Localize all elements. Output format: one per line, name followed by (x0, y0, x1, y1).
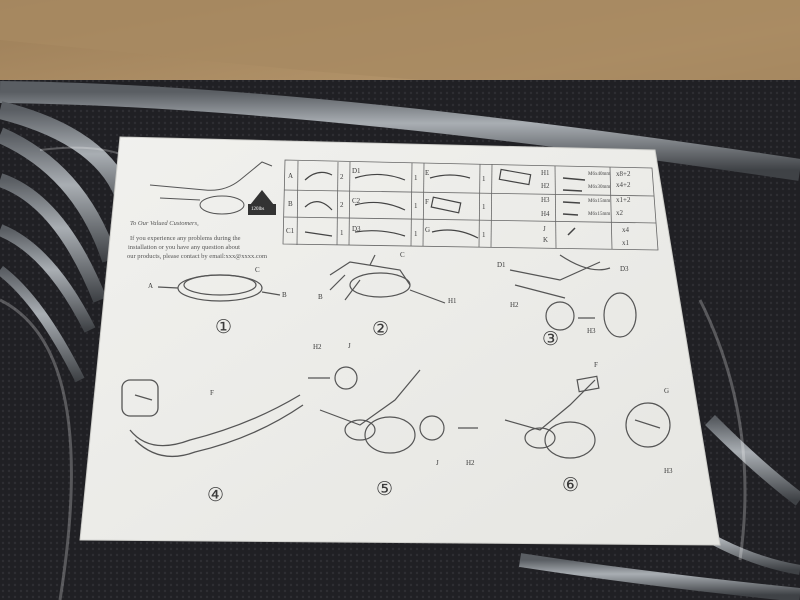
parts-table (282, 159, 659, 251)
table-cell: 1 (340, 229, 344, 237)
intro-line-3: our products, please contact by email:xx… (127, 253, 268, 260)
table-cell: 1 (414, 202, 418, 210)
intro-line-1: If you experience any problems during th… (130, 235, 241, 242)
intro-line-2: installation or you have any question ab… (128, 244, 240, 251)
step2-illustration (329, 254, 446, 304)
weight-badge (248, 190, 276, 215)
step-number-6: ⑥ (562, 475, 580, 496)
table-cell: C1 (286, 227, 295, 235)
table-cell: B (288, 200, 293, 208)
table-cell: 1 (482, 203, 486, 211)
callout-label: B (318, 293, 323, 301)
step5-illustration (308, 366, 478, 454)
hardware-size: M6x15mm (588, 199, 611, 204)
step-number-3: ③ (542, 329, 560, 350)
table-cell: 1 (482, 175, 486, 183)
callout-label: J (348, 342, 351, 350)
parts-sketches (304, 168, 532, 239)
hardware-qty: x2 (616, 209, 623, 217)
header-chair-sketch (149, 161, 273, 215)
table-cell: 1 (414, 174, 418, 182)
step3-illustration (509, 254, 637, 338)
table-cell: 1 (414, 230, 418, 238)
hardware-qty: x4 (622, 226, 629, 234)
instruction-sheet (79, 136, 721, 546)
step-number-2: ② (372, 319, 390, 340)
step1-illustration (157, 274, 281, 302)
hardware-sketches (562, 177, 586, 236)
table-cell: 1 (482, 231, 486, 239)
table-cell: A (288, 172, 294, 180)
hardware-code: H1 (541, 169, 550, 177)
hardware-size: M6x40mm (588, 172, 611, 177)
callout-label: C (255, 266, 260, 274)
hardware-qty: x1+2 (616, 196, 631, 204)
hardware-code: H4 (541, 210, 550, 218)
step-number-4: ④ (207, 485, 225, 506)
callout-label: A (148, 282, 154, 290)
metal-tubes (0, 81, 800, 600)
step-number-1: ① (215, 317, 233, 338)
table-cell: D3 (352, 225, 361, 233)
callout-label: G (664, 387, 670, 395)
hardware-code: H2 (541, 182, 550, 190)
hardware-qty: x4+2 (616, 181, 631, 189)
hardware-size: M6x15mm (588, 212, 611, 217)
callout-label: H2 (313, 343, 322, 351)
callout-label: H1 (448, 297, 457, 305)
weight-badge-label: 120lbs (251, 207, 265, 212)
callout-label: H3 (664, 467, 673, 475)
callout-label: C (400, 251, 405, 259)
callout-label: B (282, 291, 287, 299)
step-number-5: ⑤ (376, 479, 394, 500)
hardware-qty: x8+2 (616, 170, 631, 178)
table-cell: G (425, 226, 431, 234)
intro-heading: To Our Valued Customers, (130, 220, 199, 227)
table-cell: D1 (352, 167, 361, 175)
callout-label: F (210, 389, 214, 397)
table-cell: 2 (340, 201, 344, 209)
callout-label: H2 (466, 459, 475, 467)
table-cell: E (425, 169, 430, 177)
table-cell: F (425, 198, 429, 206)
table-cell: 2 (340, 173, 344, 181)
callout-label: J (436, 459, 439, 467)
table-cell: C2 (352, 197, 361, 205)
callout-label: H2 (510, 301, 519, 309)
hardware-code: K (543, 236, 549, 244)
step6-illustration (504, 375, 671, 459)
hardware-code: J (543, 225, 546, 233)
callout-label: H3 (587, 327, 596, 335)
hardware-qty: x1 (622, 239, 629, 247)
callout-label: F (594, 361, 598, 369)
step4-illustration (121, 379, 304, 458)
callout-label: D1 (497, 261, 506, 269)
hardware-size: M6x30mm (588, 185, 611, 190)
hardware-code: H3 (541, 196, 550, 204)
cardboard-flap (0, 0, 800, 95)
callout-label: D3 (620, 265, 629, 273)
